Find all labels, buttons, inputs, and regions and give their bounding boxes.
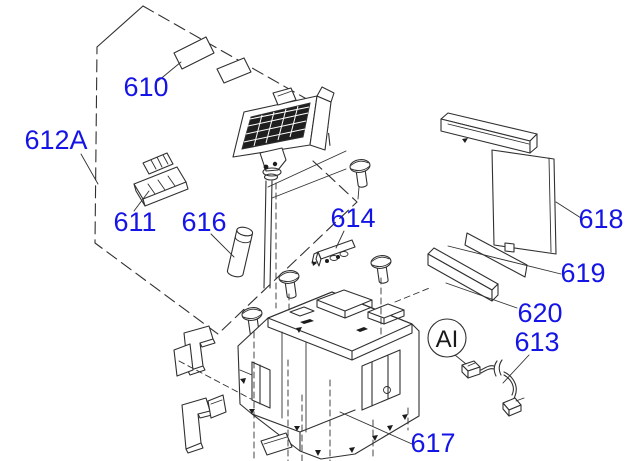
screw-fasteners xyxy=(240,157,422,416)
part-619-sheet xyxy=(464,232,528,278)
part-612a-sheet-boundary xyxy=(94,5,358,335)
ai-callout: AI xyxy=(427,318,467,358)
part-left-pads xyxy=(173,325,227,454)
label-611: 611 xyxy=(113,207,156,237)
part-610-sheets xyxy=(173,36,252,84)
part-614-bracket xyxy=(311,239,356,267)
label-610: 610 xyxy=(123,72,168,102)
part-613-cable-assembly xyxy=(461,359,525,417)
part-mesh-tray-assembly xyxy=(232,86,347,289)
part-618-panel xyxy=(440,112,557,255)
part-number-labels: 610 612A 611 616 614 618 619 620 613 617 xyxy=(24,72,623,458)
ai-callout-text: AI xyxy=(436,326,459,353)
label-619: 619 xyxy=(560,258,605,288)
part-620-pad xyxy=(427,247,499,302)
label-616: 616 xyxy=(181,207,226,237)
part-616-tube xyxy=(226,226,254,278)
part-main-assembly xyxy=(237,289,420,460)
part-bottom-pad xyxy=(260,432,293,456)
label-618: 618 xyxy=(578,204,623,234)
label-617: 617 xyxy=(410,428,455,458)
part-611-pads xyxy=(133,152,189,207)
label-613: 613 xyxy=(514,327,559,357)
ai-callout-circle xyxy=(427,318,467,358)
projection-lines xyxy=(178,182,433,461)
label-612a: 612A xyxy=(24,125,87,155)
leader-lines xyxy=(80,61,582,445)
label-614: 614 xyxy=(330,203,375,233)
label-620: 620 xyxy=(517,298,562,328)
